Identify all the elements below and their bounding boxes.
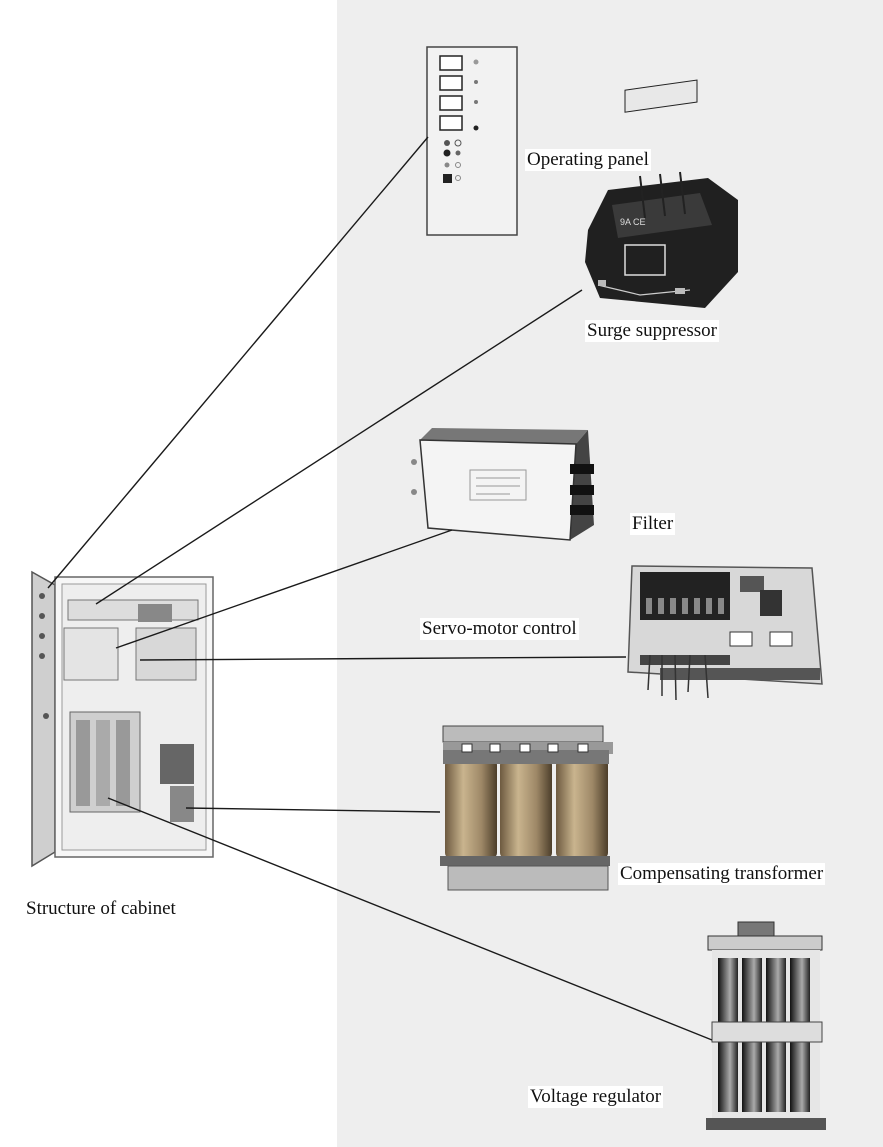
svg-text:9A CE: 9A CE [620,217,646,227]
label-structure-of-cabinet: Structure of cabinet [24,898,178,920]
compensating-transformer-image [440,725,613,891]
operating-panel-image [426,46,518,236]
leader-line-voltage-regulator [107,797,713,1041]
leader-line-surge-suppressor [95,289,583,605]
label-operating-panel: Operating panel [525,149,651,171]
leader-line-compensating-transformer [185,807,441,813]
surge-suppressor-image: 9A CE [585,79,738,308]
cabinet-image [31,570,214,868]
label-voltage-regulator: Voltage regulator [528,1086,664,1108]
label-filter: Filter [630,513,676,535]
label-surge-suppressor: Surge suppressor [585,320,720,342]
leader-line-filter [115,529,453,649]
label-compensating-transformer: Compensating transformer [618,863,826,885]
filter-image [411,428,594,541]
label-servo-motor-control: Servo-motor control [420,618,579,640]
leader-line-servo-motor-control [139,656,627,661]
servo-motor-control-image [627,565,823,701]
leader-line-operating-panel [47,136,429,589]
voltage-regulator-image [706,921,826,1130]
